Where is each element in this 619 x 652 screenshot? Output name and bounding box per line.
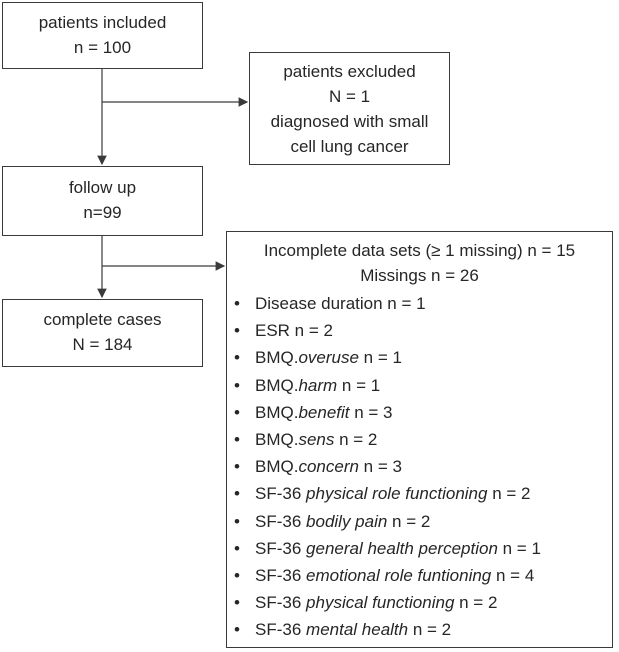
item-variable: overuse bbox=[298, 348, 359, 368]
list-item: • BMQ.harm n = 1 bbox=[227, 372, 612, 399]
complete-count: N = 184 bbox=[72, 335, 133, 354]
item-prefix: BMQ. bbox=[255, 375, 299, 395]
item-variable: general health perception bbox=[306, 538, 498, 558]
list-item: • SF-36 general health perception n = 1 bbox=[227, 535, 612, 562]
list-item: • SF-36 mental health n = 2 bbox=[227, 616, 612, 643]
excluded-count: N = 1 bbox=[328, 87, 371, 106]
item-prefix: SF-36 bbox=[255, 538, 307, 558]
bullet-icon: • bbox=[234, 566, 240, 586]
item-prefix: BMQ. bbox=[255, 348, 299, 368]
bullet-icon: • bbox=[234, 375, 240, 395]
incomplete-header: Incomplete data sets (≥ 1 missing) n = 1… bbox=[263, 241, 576, 260]
item-count: n = 3 bbox=[349, 402, 393, 422]
box-patients-included: patients included n = 100 bbox=[2, 2, 203, 69]
box-incomplete-data: Incomplete data sets (≥ 1 missing) n = 1… bbox=[226, 231, 613, 648]
item-variable: emotional role funtioning bbox=[306, 566, 492, 586]
box-patients-excluded: patients excluded N = 1 diagnosed with s… bbox=[249, 52, 450, 165]
bullet-icon: • bbox=[234, 294, 240, 313]
item-count: n = 2 bbox=[454, 593, 498, 613]
excluded-reason-2: cell lung cancer bbox=[290, 137, 409, 156]
item-count: ESR n = 2 bbox=[255, 321, 333, 341]
included-label: patients included bbox=[38, 13, 167, 32]
item-count: n = 4 bbox=[491, 566, 535, 586]
complete-label: complete cases bbox=[43, 310, 162, 329]
bullet-icon: • bbox=[234, 348, 240, 368]
list-item: • SF-36 physical functioning n = 2 bbox=[227, 589, 612, 616]
item-prefix: SF-36 bbox=[255, 511, 307, 531]
list-item: • BMQ.concern n = 3 bbox=[227, 453, 612, 480]
missings-header: Missings n = 26 bbox=[360, 266, 479, 285]
item-count: n = 2 bbox=[408, 620, 452, 640]
bullet-icon: • bbox=[234, 620, 240, 640]
bullet-icon: • bbox=[234, 321, 240, 341]
item-variable: physical role functioning bbox=[306, 484, 488, 504]
bullet-icon: • bbox=[234, 538, 240, 558]
item-prefix: BMQ. bbox=[255, 457, 299, 477]
bullet-icon: • bbox=[234, 484, 240, 504]
item-count: n = 2 bbox=[387, 511, 431, 531]
list-item: • SF-36 emotional role funtioning n = 4 bbox=[227, 562, 612, 589]
list-item: • BMQ.overuse n = 1 bbox=[227, 344, 612, 371]
list-item: • BMQ.sens n = 2 bbox=[227, 426, 612, 453]
item-count: n = 1 bbox=[358, 348, 402, 368]
list-item: • BMQ.benefit n = 3 bbox=[227, 399, 612, 426]
excluded-reason-1: diagnosed with small bbox=[270, 112, 429, 131]
bullet-icon: • bbox=[234, 457, 240, 477]
excluded-label: patients excluded bbox=[283, 62, 416, 81]
box-complete-cases: complete cases N = 184 bbox=[2, 299, 203, 367]
followup-label: follow up bbox=[68, 178, 137, 197]
item-count: n = 1 bbox=[337, 375, 381, 395]
item-prefix: SF-36 bbox=[255, 620, 307, 640]
included-count: n = 100 bbox=[73, 38, 132, 57]
item-prefix: SF-36 bbox=[255, 593, 307, 613]
list-item: • Disease duration n = 1 bbox=[227, 290, 612, 317]
item-variable: concern bbox=[298, 457, 359, 477]
item-variable: bodily pain bbox=[306, 511, 388, 531]
item-prefix: SF-36 bbox=[255, 484, 307, 504]
item-count: n = 2 bbox=[487, 484, 531, 504]
bullet-icon: • bbox=[234, 593, 240, 613]
item-variable: harm bbox=[298, 375, 338, 395]
list-item: • SF-36 physical role functioning n = 2 bbox=[227, 480, 612, 507]
item-prefix: BMQ. bbox=[255, 402, 299, 422]
item-count: n = 1 bbox=[497, 538, 541, 558]
bullet-icon: • bbox=[234, 402, 240, 422]
bullet-icon: • bbox=[234, 430, 240, 450]
list-item: • ESR n = 2 bbox=[227, 317, 612, 344]
followup-count: n=99 bbox=[83, 203, 122, 222]
box-follow-up: follow up n=99 bbox=[2, 166, 203, 236]
item-count: n = 2 bbox=[334, 430, 378, 450]
item-variable: benefit bbox=[298, 402, 350, 422]
item-variable: sens bbox=[298, 430, 335, 450]
bullet-icon: • bbox=[234, 511, 240, 531]
item-prefix: SF-36 bbox=[255, 566, 307, 586]
item-variable: physical functioning bbox=[306, 593, 455, 613]
item-prefix: BMQ. bbox=[255, 430, 299, 450]
item-variable: mental health bbox=[306, 620, 409, 640]
item-count: Disease duration n = 1 bbox=[255, 294, 426, 313]
item-count: n = 3 bbox=[358, 457, 402, 477]
list-item: • SF-36 bodily pain n = 2 bbox=[227, 508, 612, 535]
missing-list: •Disease duration n = 1•ESR n = 2•BMQ.ov… bbox=[227, 290, 612, 644]
